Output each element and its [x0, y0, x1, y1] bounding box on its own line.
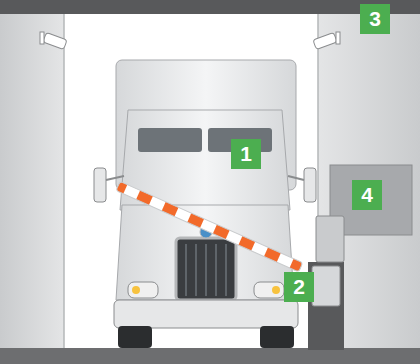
callout-number: 4 [352, 180, 382, 210]
callout-number: 3 [360, 4, 390, 34]
callout-number: 1 [231, 139, 261, 169]
callout-number: 2 [284, 272, 314, 302]
